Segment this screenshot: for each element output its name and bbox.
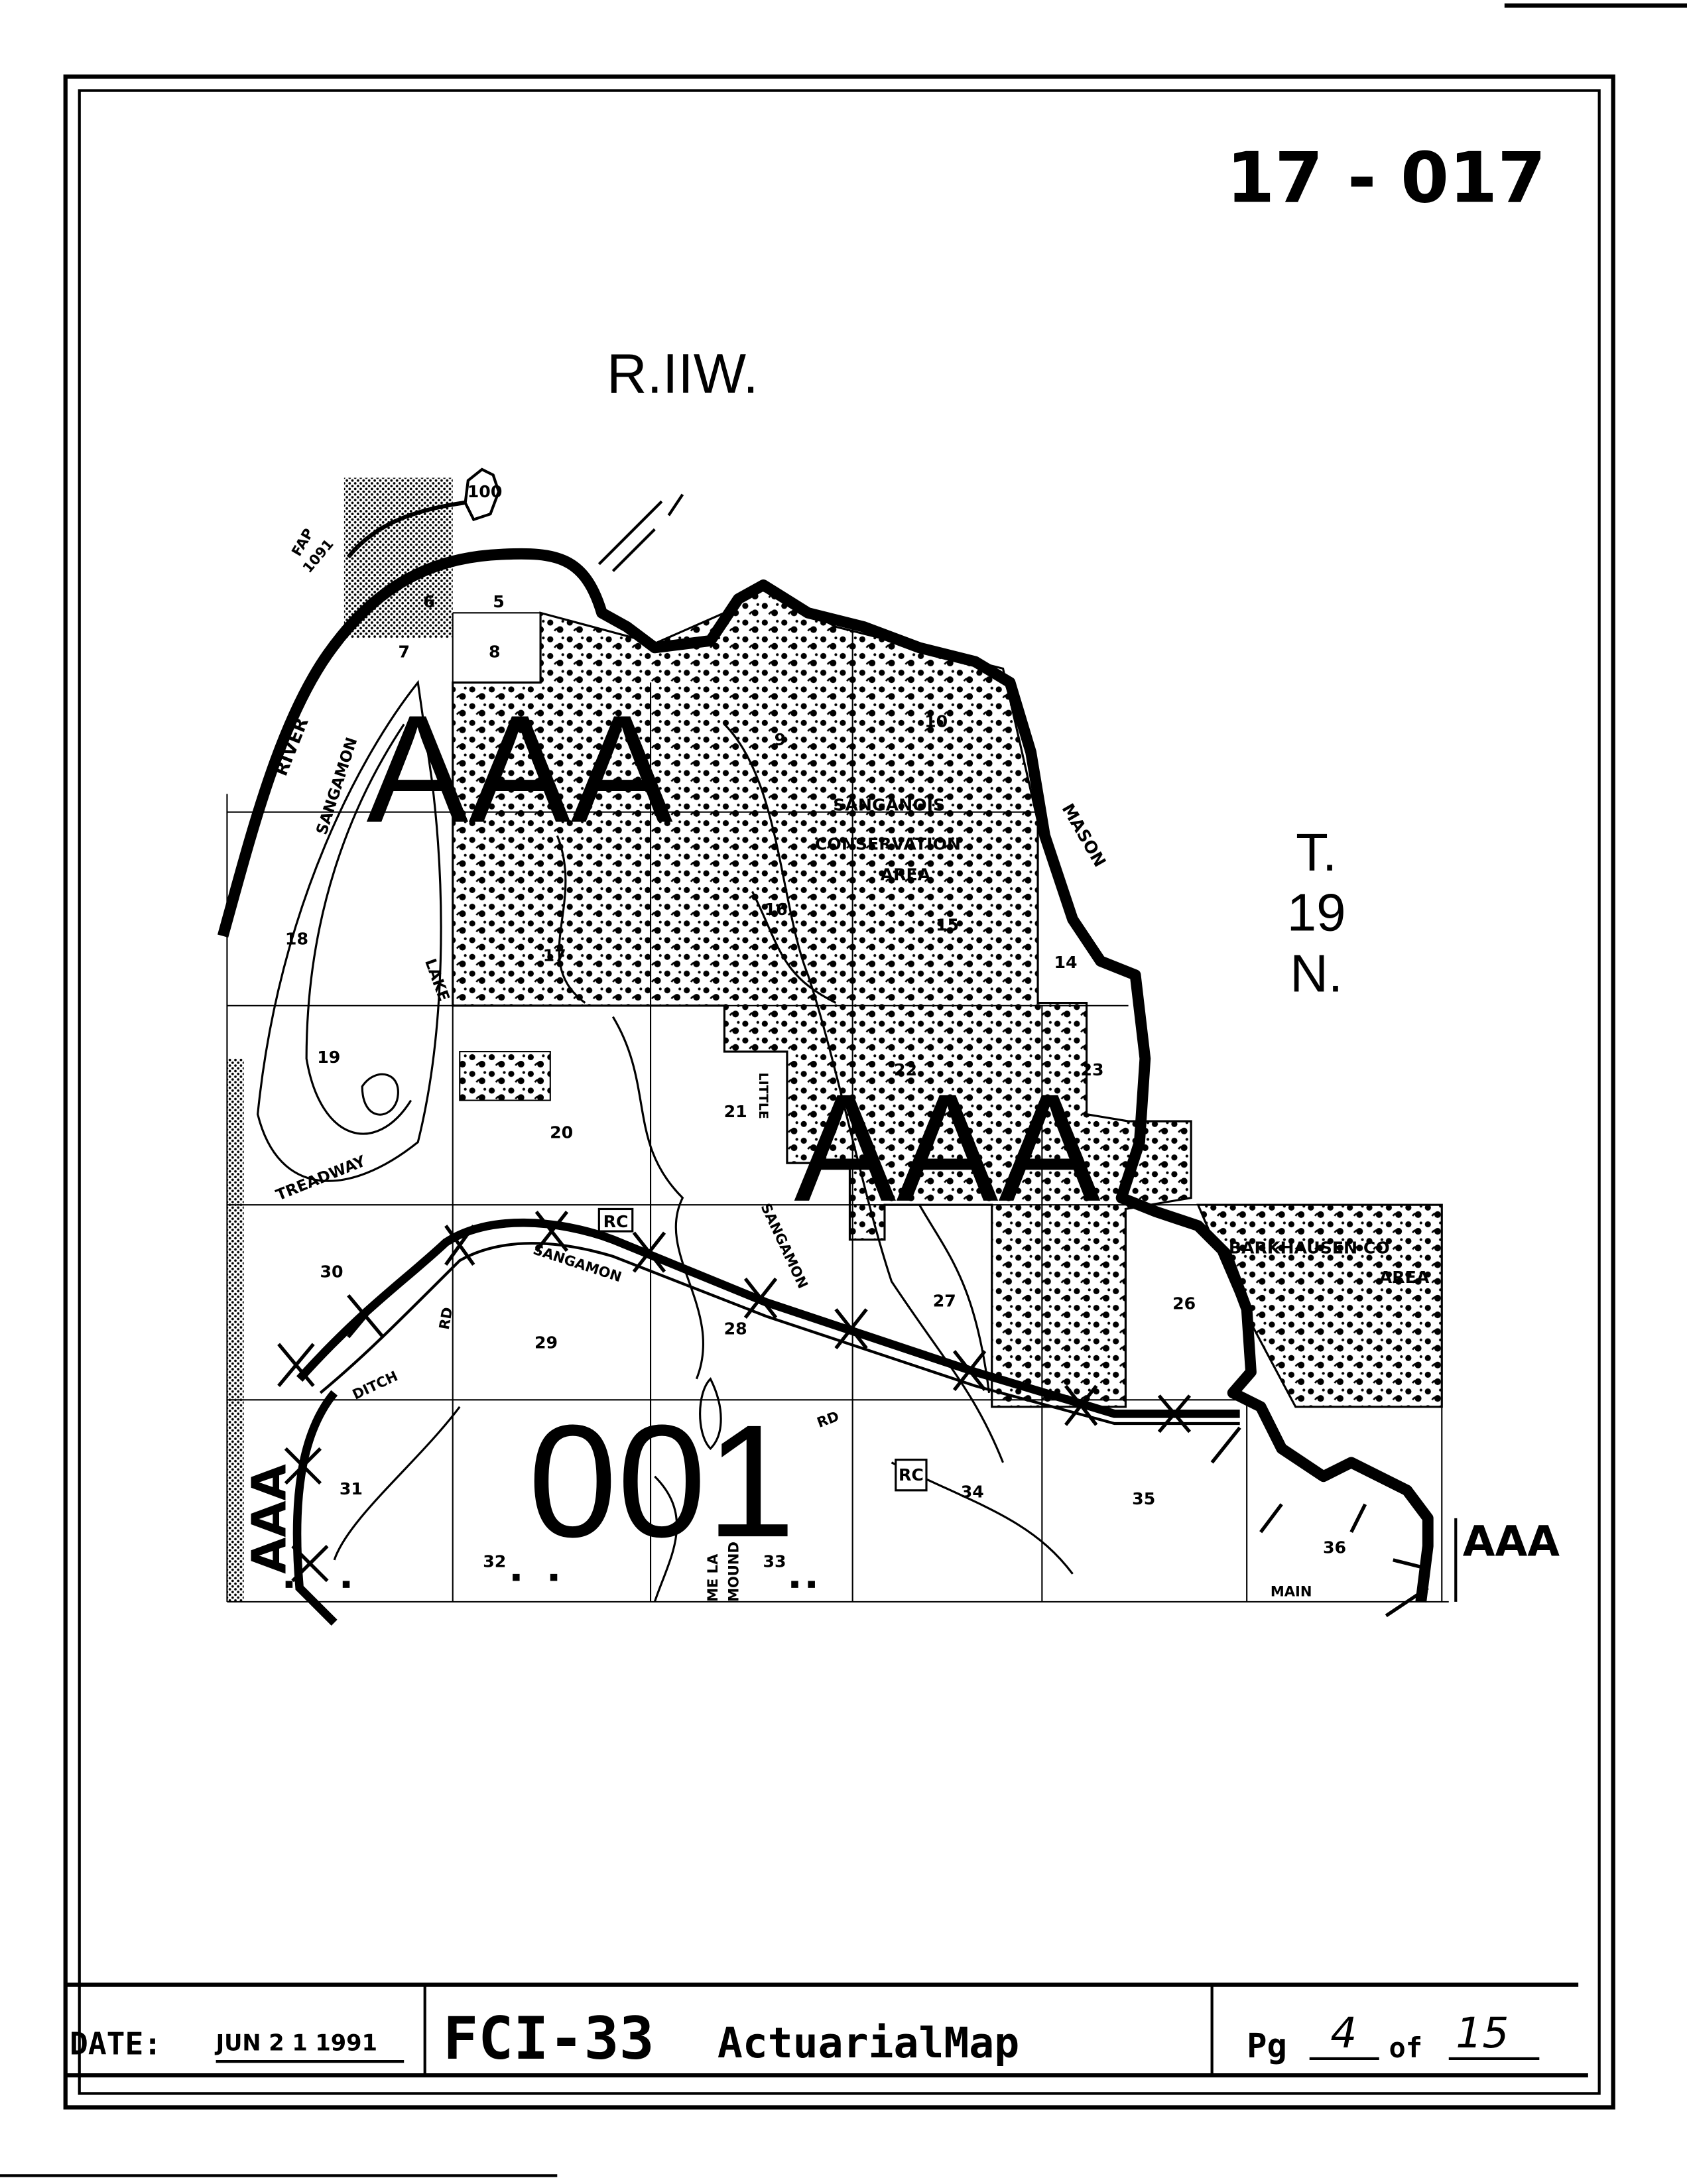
sections-6: 14 [1054, 953, 1078, 972]
township-n: N. [1290, 944, 1343, 1003]
form-title: ActuarialMap [718, 2019, 1019, 2067]
sections-3: 8 [489, 642, 501, 662]
section-grid [226, 612, 1449, 1603]
map-labels-rc: RC [603, 1212, 629, 1231]
range-label: R.IIW. [607, 342, 759, 404]
route-100-shield [464, 467, 501, 522]
sections-5: 10 [924, 712, 948, 731]
map-labels-treadway: TREADWAY [274, 1153, 369, 1205]
map-labels-mason: MASON [1058, 800, 1110, 871]
page-label: Pg [1247, 2026, 1287, 2065]
map-labels-area: AREA [881, 865, 931, 884]
map-labels-rc2: RC [899, 1465, 924, 1485]
route-100-road [346, 499, 474, 559]
township-label: T. 19 N. [1287, 823, 1346, 1003]
sections-18: 28 [724, 1319, 747, 1339]
map-labels-lake2: ME LA [705, 1553, 721, 1602]
sections-10: 18 [285, 929, 308, 948]
section-numbers: 5 6 7 8 9 10 14 15 16 17 18 19 20 21 22 … [285, 592, 1346, 1571]
zone-code-a: AAA [366, 683, 672, 854]
sangamon-lake [257, 680, 1074, 1603]
sections-23: 33 [763, 1551, 786, 1571]
form-id: FCI-33 [443, 2004, 655, 2073]
sections-8: 16 [765, 900, 788, 919]
map-labels-barkhausen-area: AREA [1379, 1268, 1430, 1287]
map-labels-ditch: DITCH [350, 1368, 401, 1402]
page-total: 15 [1456, 2009, 1509, 2057]
sections-0: 5 [493, 592, 505, 611]
map-labels-little: LITTLE [756, 1073, 771, 1119]
map-code: 17 - 017 [1226, 138, 1546, 219]
map-labels-barkhausen: BARKHAUSEN CO [1229, 1239, 1390, 1258]
sections-26: 36 [1323, 1538, 1346, 1557]
sections-19: 29 [534, 1333, 558, 1353]
map-building-markers [285, 1573, 815, 1588]
stipple-block-20 [459, 1051, 551, 1101]
sections-17: 27 [933, 1292, 956, 1311]
township-num: 19 [1287, 882, 1346, 941]
rc-box [597, 1207, 634, 1233]
map-labels-mound: MOUND [725, 1542, 741, 1602]
map-labels-lake: LAKE [421, 957, 452, 1004]
of-label: of [1389, 2032, 1422, 2064]
map-labels-conservation: CONSERVATION [815, 834, 961, 853]
map-labels-rd: RD [436, 1306, 456, 1331]
page-number: 4 [1330, 2009, 1357, 2057]
sections-21: 31 [340, 1479, 363, 1498]
sections-22: 32 [483, 1551, 506, 1571]
sections-7: 15 [936, 915, 959, 934]
sections-14: 22 [894, 1060, 917, 1079]
date-label: DATE: [70, 2026, 162, 2062]
district-code: 001 [528, 1392, 795, 1571]
zone-code-c: AAA [242, 1464, 297, 1574]
page-border [0, 3, 1687, 2177]
rc-box-2 [895, 1459, 928, 1492]
township-t: T. [1296, 823, 1337, 882]
date-value: JUN 2 1 1991 [215, 2030, 377, 2055]
route-100-label: 100 [468, 482, 503, 501]
map-labels-main: MAIN [1271, 1583, 1312, 1599]
sections-11: 19 [317, 1048, 340, 1067]
zone-code-d: AAA [1463, 1518, 1560, 1566]
sections-9: 17 [543, 946, 566, 965]
sections-12: 20 [550, 1122, 573, 1142]
sections-15: 23 [1080, 1060, 1103, 1079]
sections-2: 7 [398, 642, 410, 662]
sections-25: 35 [1132, 1489, 1155, 1508]
river-boundary [218, 548, 1434, 1603]
sections-20: 30 [320, 1262, 343, 1281]
map-stipple-left-strip [227, 1058, 244, 1602]
map: 100 [218, 467, 1560, 1626]
map-labels-rd2: RD [815, 1408, 842, 1431]
road-north [597, 493, 684, 572]
sections-13: 21 [724, 1102, 747, 1121]
zone-boundary-road [277, 1211, 1429, 1626]
sections-4: 9 [775, 730, 786, 749]
barkhausen-area [1196, 1203, 1443, 1408]
map-labels-sanganois: SANGANOIS [833, 796, 945, 815]
map-labels-sangamon: SANGAMON [314, 735, 361, 837]
title-block: DATE: JUN 2 1 1991 FCI-33 ActuarialMap P… [65, 1982, 1588, 2078]
zone-code-b: AAA [794, 1062, 1100, 1233]
sections-1: 6 [423, 592, 435, 611]
sections-16: 26 [1172, 1294, 1196, 1313]
sections-24: 34 [961, 1482, 984, 1501]
